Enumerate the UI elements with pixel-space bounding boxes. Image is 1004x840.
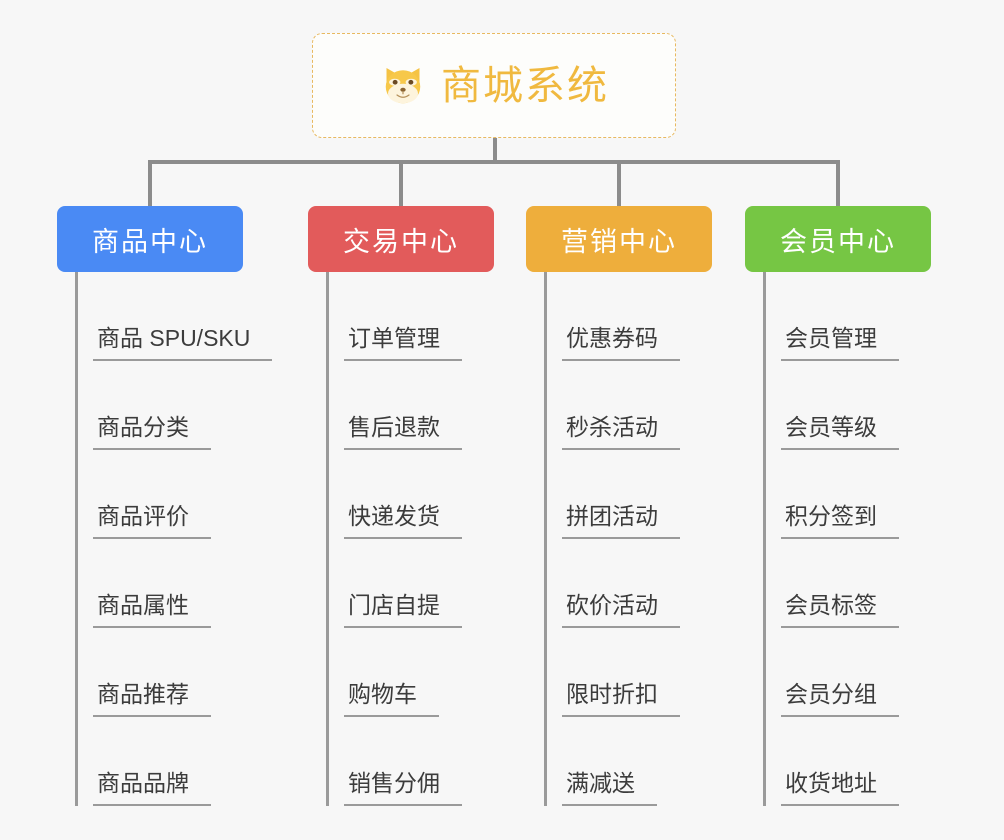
- leaf-list-4: 会员管理 会员等级 积分签到 会员标签 会员分组 收货地址: [745, 272, 931, 806]
- leaf-item[interactable]: 秒杀活动: [544, 361, 712, 450]
- root-node[interactable]: 商城系统: [312, 33, 676, 138]
- leaf-label: 会员分组: [781, 683, 899, 717]
- leaf-item[interactable]: 商品推荐: [75, 628, 243, 717]
- category-label-3: 营销中心: [561, 226, 677, 257]
- leaf-item[interactable]: 拼团活动: [544, 450, 712, 539]
- category-label-1: 商品中心: [92, 226, 208, 257]
- connector-drop-3: [617, 160, 621, 206]
- leaf-item[interactable]: 销售分佣: [326, 717, 494, 806]
- leaf-item[interactable]: 会员管理: [763, 272, 931, 361]
- leaf-label: 收货地址: [781, 772, 899, 806]
- category-header-1[interactable]: 商品中心: [57, 206, 243, 272]
- leaf-item[interactable]: 售后退款: [326, 361, 494, 450]
- category-column-2: 交易中心 订单管理 售后退款 快递发货 门店自提 购物车 销售分佣: [308, 206, 494, 806]
- connector-drop-2: [399, 160, 403, 206]
- leaf-label: 秒杀活动: [562, 416, 680, 450]
- leaf-item[interactable]: 门店自提: [326, 539, 494, 628]
- leaf-item[interactable]: 优惠券码: [544, 272, 712, 361]
- shiba-dog-face-icon: [379, 62, 427, 110]
- leaf-label: 门店自提: [344, 594, 462, 628]
- leaf-item[interactable]: 砍价活动: [544, 539, 712, 628]
- leaf-label: 商品评价: [93, 505, 211, 539]
- leaf-item[interactable]: 商品分类: [75, 361, 243, 450]
- leaf-item[interactable]: 购物车: [326, 628, 494, 717]
- leaf-item[interactable]: 商品属性: [75, 539, 243, 628]
- leaf-label: 商品推荐: [93, 683, 211, 717]
- leaf-label: 限时折扣: [562, 683, 680, 717]
- leaf-list-3: 优惠券码 秒杀活动 拼团活动 砍价活动 限时折扣 满减送: [526, 272, 712, 806]
- connector-horizontal-bus: [150, 160, 840, 164]
- connector-root-stem: [493, 138, 497, 164]
- leaf-label: 快递发货: [344, 505, 462, 539]
- leaf-item[interactable]: 限时折扣: [544, 628, 712, 717]
- leaf-label: 拼团活动: [562, 505, 680, 539]
- leaf-label: 砍价活动: [562, 594, 680, 628]
- category-header-2[interactable]: 交易中心: [308, 206, 494, 272]
- leaf-label: 会员等级: [781, 416, 899, 450]
- connector-drop-1: [148, 160, 152, 206]
- leaf-item[interactable]: 满减送: [544, 717, 712, 806]
- leaf-label: 会员标签: [781, 594, 899, 628]
- leaf-item[interactable]: 商品品牌: [75, 717, 243, 806]
- leaf-label: 优惠券码: [562, 327, 680, 361]
- leaf-label: 商品分类: [93, 416, 211, 450]
- category-header-3[interactable]: 营销中心: [526, 206, 712, 272]
- leaf-label: 满减送: [562, 772, 657, 806]
- category-column-3: 营销中心 优惠券码 秒杀活动 拼团活动 砍价活动 限时折扣 满减送: [526, 206, 712, 806]
- trunk-line-3: [544, 272, 547, 806]
- connector-drop-4: [836, 160, 840, 206]
- leaf-item[interactable]: 订单管理: [326, 272, 494, 361]
- leaf-item[interactable]: 会员等级: [763, 361, 931, 450]
- leaf-label: 商品 SPU/SKU: [93, 327, 273, 361]
- leaf-item[interactable]: 积分签到: [763, 450, 931, 539]
- leaf-list-1: 商品 SPU/SKU 商品分类 商品评价 商品属性 商品推荐 商品品牌: [57, 272, 273, 806]
- trunk-line-2: [326, 272, 329, 806]
- leaf-label: 订单管理: [344, 327, 462, 361]
- category-label-4: 会员中心: [780, 226, 896, 257]
- leaf-label: 售后退款: [344, 416, 462, 450]
- category-column-4: 会员中心 会员管理 会员等级 积分签到 会员标签 会员分组 收货地址: [745, 206, 931, 806]
- leaf-label: 销售分佣: [344, 772, 462, 806]
- root-title: 商城系统: [441, 63, 609, 108]
- category-label-2: 交易中心: [343, 226, 459, 257]
- leaf-label: 积分签到: [781, 505, 899, 539]
- leaf-list-2: 订单管理 售后退款 快递发货 门店自提 购物车 销售分佣: [308, 272, 494, 806]
- trunk-line-1: [75, 272, 78, 806]
- leaf-item[interactable]: 收货地址: [763, 717, 931, 806]
- leaf-item[interactable]: 会员分组: [763, 628, 931, 717]
- leaf-item[interactable]: 快递发货: [326, 450, 494, 539]
- leaf-label: 会员管理: [781, 327, 899, 361]
- leaf-label: 商品属性: [93, 594, 211, 628]
- category-column-1: 商品中心 商品 SPU/SKU 商品分类 商品评价 商品属性 商品推荐 商品品牌: [57, 206, 273, 806]
- trunk-line-4: [763, 272, 766, 806]
- leaf-label: 购物车: [344, 683, 439, 717]
- leaf-item[interactable]: 会员标签: [763, 539, 931, 628]
- leaf-item[interactable]: 商品评价: [75, 450, 243, 539]
- leaf-item[interactable]: 商品 SPU/SKU: [75, 272, 273, 361]
- category-header-4[interactable]: 会员中心: [745, 206, 931, 272]
- leaf-label: 商品品牌: [93, 772, 211, 806]
